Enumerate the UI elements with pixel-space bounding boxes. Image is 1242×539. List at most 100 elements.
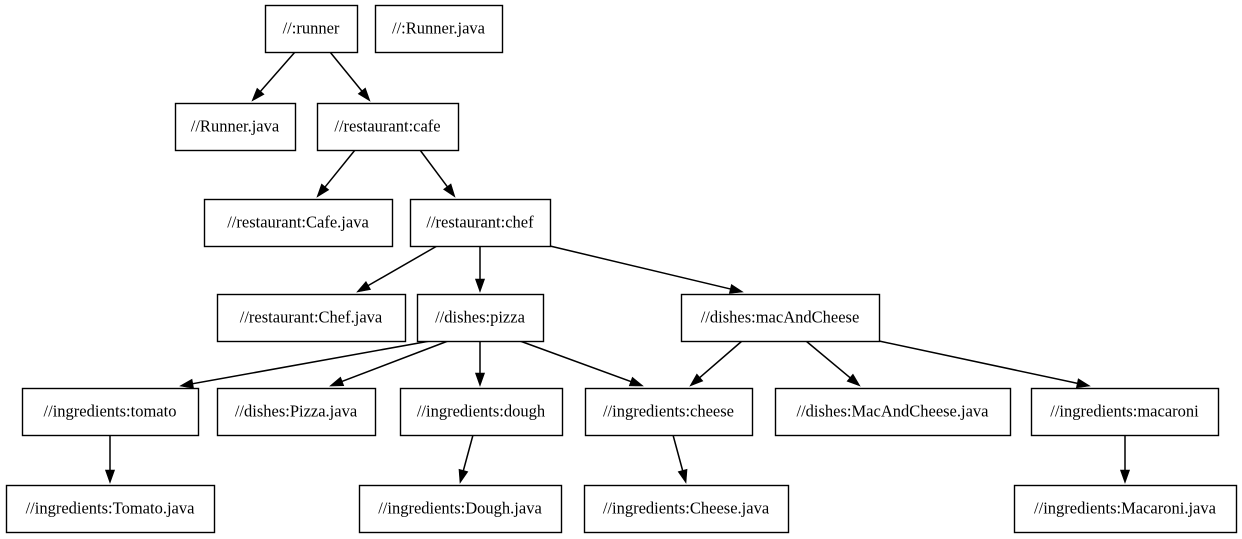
edge-line bbox=[190, 340, 431, 385]
node-label: //ingredients:cheese bbox=[603, 401, 734, 420]
graph-node-macandcheese_java[interactable]: //dishes:MacAndCheese.java bbox=[774, 387, 1012, 437]
edge-arrowhead bbox=[316, 183, 330, 198]
edge-arrowhead bbox=[356, 281, 372, 293]
node-label: //:Runner.java bbox=[392, 18, 486, 37]
graph-node-ing_dough[interactable]: //ingredients:dough bbox=[399, 387, 564, 437]
edge-line bbox=[697, 340, 743, 380]
node-box[interactable] bbox=[203, 198, 394, 248]
node-label: //ingredients:dough bbox=[417, 401, 546, 420]
node-label: //ingredients:tomato bbox=[44, 401, 177, 420]
edge-line bbox=[519, 340, 633, 383]
edge-arrowhead bbox=[1119, 469, 1131, 484]
graph-node-dishes_pizza[interactable]: //dishes:pizza bbox=[416, 293, 545, 343]
node-label: //dishes:Pizza.java bbox=[235, 401, 358, 420]
edge-arrowhead bbox=[179, 378, 194, 389]
edge-arrowhead bbox=[846, 373, 861, 387]
graph-edge bbox=[474, 246, 486, 293]
edge-arrowhead bbox=[474, 372, 486, 387]
graph-edge bbox=[549, 245, 744, 294]
edge-line bbox=[329, 51, 364, 93]
node-box[interactable] bbox=[680, 293, 881, 343]
edge-arrowhead bbox=[1075, 378, 1091, 389]
node-box[interactable] bbox=[583, 484, 790, 534]
graph-edge bbox=[329, 340, 449, 387]
graph-edge bbox=[689, 340, 743, 387]
graph-node-dough_java[interactable]: //ingredients:Dough.java bbox=[358, 484, 563, 534]
edge-arrowhead bbox=[443, 183, 456, 198]
graph-node-ing_macaroni[interactable]: //ingredients:macaroni bbox=[1030, 387, 1220, 437]
edge-arrowhead bbox=[474, 278, 486, 293]
node-box[interactable] bbox=[316, 102, 460, 152]
edge-arrowhead bbox=[458, 468, 469, 484]
graph-edge bbox=[458, 434, 474, 484]
node-box[interactable] bbox=[374, 4, 504, 54]
edge-arrowhead bbox=[628, 376, 644, 387]
edge-arrowhead bbox=[104, 469, 116, 484]
graph-edge bbox=[179, 340, 431, 389]
edge-line bbox=[419, 149, 450, 189]
graph-node-cafe_java[interactable]: //restaurant:Cafe.java bbox=[203, 198, 394, 248]
node-box[interactable] bbox=[216, 293, 407, 343]
graph-edge bbox=[805, 340, 861, 387]
graph-node-dishes_macandcheese[interactable]: //dishes:macAndCheese bbox=[680, 293, 881, 343]
graph-edge bbox=[1119, 435, 1131, 484]
edge-line bbox=[805, 340, 853, 380]
edge-arrowhead bbox=[251, 87, 265, 102]
node-box[interactable] bbox=[584, 387, 754, 437]
graph-edge bbox=[356, 245, 438, 293]
nodes-layer: //:runner //:Runner.java //Runner.java //re… bbox=[5, 4, 1238, 534]
graph-node-runner_java_root[interactable]: //:Runner.java bbox=[374, 4, 504, 54]
node-box[interactable] bbox=[5, 484, 216, 534]
graph-node-ing_cheese[interactable]: //ingredients:cheese bbox=[584, 387, 754, 437]
graph-node-restaurant_chef[interactable]: //restaurant:chef bbox=[409, 198, 552, 248]
node-box[interactable] bbox=[264, 4, 359, 54]
edge-line bbox=[323, 149, 356, 189]
graph-node-macaroni_java[interactable]: //ingredients:Macaroni.java bbox=[1013, 484, 1238, 534]
node-label: //:runner bbox=[283, 18, 340, 37]
node-label: //ingredients:Tomato.java bbox=[26, 498, 196, 517]
node-box[interactable] bbox=[416, 293, 545, 343]
graph-node-tomato_java[interactable]: //ingredients:Tomato.java bbox=[5, 484, 216, 534]
node-box[interactable] bbox=[409, 198, 552, 248]
graph-node-ing_tomato[interactable]: //ingredients:tomato bbox=[21, 387, 200, 437]
graph-node-restaurant_cafe[interactable]: //restaurant:cafe bbox=[316, 102, 460, 152]
graph-node-cheese_java[interactable]: //ingredients:Cheese.java bbox=[583, 484, 790, 534]
graph-node-runner_java[interactable]: //Runner.java bbox=[174, 102, 297, 152]
node-label: //dishes:pizza bbox=[435, 307, 525, 326]
node-label: //Runner.java bbox=[191, 116, 280, 135]
graph-edge bbox=[878, 340, 1091, 389]
edge-arrowhead bbox=[357, 87, 371, 102]
node-label: //restaurant:chef bbox=[426, 212, 534, 231]
node-label: //ingredients:Macaroni.java bbox=[1034, 498, 1217, 517]
graph-edge bbox=[251, 51, 296, 102]
graph-edge bbox=[419, 149, 456, 198]
graph-edge bbox=[672, 434, 688, 484]
node-box[interactable] bbox=[216, 387, 377, 437]
node-box[interactable] bbox=[358, 484, 563, 534]
node-box[interactable] bbox=[1030, 387, 1220, 437]
node-box[interactable] bbox=[774, 387, 1012, 437]
edge-arrowhead bbox=[329, 376, 345, 387]
node-label: //ingredients:Dough.java bbox=[378, 498, 542, 517]
node-box[interactable] bbox=[174, 102, 297, 152]
graph-edge bbox=[104, 435, 116, 484]
node-box[interactable] bbox=[21, 387, 200, 437]
edge-arrowhead bbox=[677, 468, 688, 484]
graph-node-runner[interactable]: //:runner bbox=[264, 4, 359, 54]
edges-layer bbox=[104, 51, 1131, 484]
graph-node-chef_java[interactable]: //restaurant:Chef.java bbox=[216, 293, 407, 343]
edge-line bbox=[462, 434, 474, 473]
node-label: //ingredients:Cheese.java bbox=[603, 498, 770, 517]
node-label: //restaurant:Chef.java bbox=[240, 307, 383, 326]
node-box[interactable] bbox=[1013, 484, 1238, 534]
graph-edge bbox=[474, 341, 486, 387]
edge-line bbox=[366, 245, 438, 288]
node-label: //restaurant:cafe bbox=[334, 116, 440, 135]
edge-arrowhead bbox=[689, 373, 704, 387]
node-box[interactable] bbox=[399, 387, 564, 437]
edge-line bbox=[549, 245, 733, 291]
graph-node-pizza_java[interactable]: //dishes:Pizza.java bbox=[216, 387, 377, 437]
node-label: //dishes:macAndCheese bbox=[701, 307, 860, 326]
